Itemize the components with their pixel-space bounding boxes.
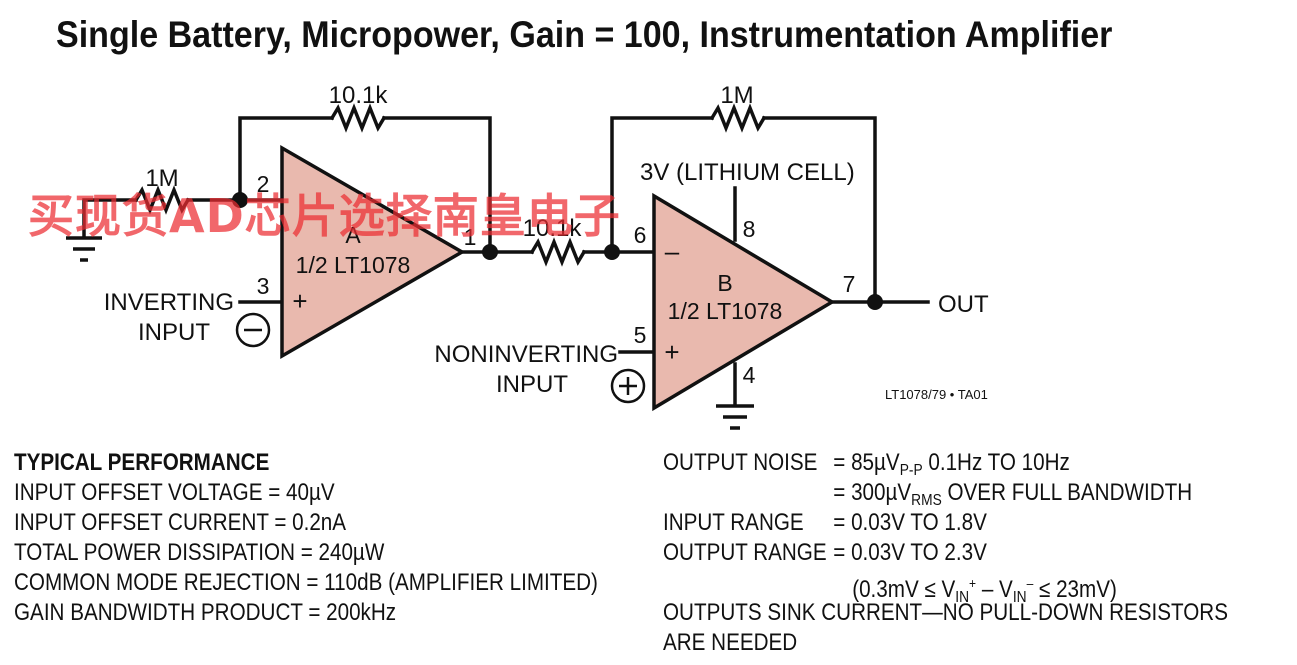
supply-label: 3V (LITHIUM CELL) xyxy=(640,159,855,186)
resistor-label-feedback-a: 10.1k xyxy=(329,82,389,109)
output-noise-row-2: = 300µVRMS OVER FULL BANDWIDTH xyxy=(663,478,1228,509)
pin-b-vminus: 4 xyxy=(743,362,756,388)
input-range-row: INPUT RANGE = 0.03V TO 1.8V xyxy=(663,508,1228,538)
resistor-feedback-b xyxy=(709,103,767,133)
wire-b-feedback-left xyxy=(610,116,714,254)
input-range-value: = 0.03V TO 1.8V xyxy=(833,509,987,536)
wire-b-feedback-right xyxy=(762,116,877,304)
opamp-b-name: B xyxy=(717,270,732,296)
pin-a-noninverting: 3 xyxy=(257,273,270,299)
sink-current-line-2: ARE NEEDED xyxy=(663,629,798,656)
opamp-a-name: A xyxy=(345,222,361,248)
pin-a-output: 1 xyxy=(464,224,477,250)
pin-b-vplus: 8 xyxy=(743,216,756,242)
spec-line: INPUT OFFSET VOLTAGE = 40µV xyxy=(14,479,335,506)
junction-b-output xyxy=(867,294,883,310)
inverting-input-label-line2: INPUT xyxy=(138,319,210,346)
spec-line: TOTAL POWER DISSIPATION = 240µW xyxy=(14,539,385,566)
resistor-series xyxy=(529,237,587,267)
opamp-b-minus-sign: – xyxy=(665,236,680,266)
output-range-label: OUTPUT RANGE xyxy=(663,539,827,566)
performance-left-column: TYPICAL PERFORMANCE INPUT OFFSET VOLTAGE… xyxy=(14,448,598,628)
opamp-b-plus-sign: + xyxy=(664,337,679,367)
pin-a-inverting: 2 xyxy=(257,171,270,197)
resistor-label-ground: 1M xyxy=(145,165,178,192)
output-range-row: OUTPUT RANGE = 0.03V TO 2.3V xyxy=(663,538,1228,568)
output-range-value: = 0.03V TO 2.3V xyxy=(833,539,987,566)
resistor-label-feedback-b: 1M xyxy=(720,82,753,109)
noninverting-input-label-line2: INPUT xyxy=(496,371,568,398)
spec-line: COMMON MODE REJECTION = 110dB (AMPLIFIER… xyxy=(14,569,598,596)
resistor-label-series: 10.1k xyxy=(523,215,583,242)
polarity-minus-symbol xyxy=(235,312,271,348)
noninverting-input-label-line1: NONINVERTING xyxy=(434,341,618,368)
opamp-b-part: 1/2 LT1078 xyxy=(668,298,783,324)
pin-b-noninverting: 5 xyxy=(634,322,647,348)
spec-line: INPUT OFFSET CURRENT = 0.2nA xyxy=(14,509,347,536)
resistor-ground xyxy=(133,185,191,215)
common-mode-range-value: (0.3mV ≤ VIN+ – VIN– ≤ 23mV) xyxy=(852,575,1117,606)
circuit-schematic: 10.1k 1M 10.1k 1M A 1/2 LT1078 + 2 3 1 B… xyxy=(66,82,989,430)
figure-id: LT1078/79 • TA01 xyxy=(885,387,988,402)
output-noise-label: OUTPUT NOISE xyxy=(663,449,818,476)
output-noise-value-1: = 85µVP-P 0.1Hz TO 10Hz xyxy=(833,449,1070,479)
performance-heading: TYPICAL PERFORMANCE xyxy=(14,449,270,476)
input-range-label: INPUT RANGE xyxy=(663,509,804,536)
watermark-text: 买现货AD芯片选择南皇电子 xyxy=(28,189,621,243)
inverting-input-label-line1: INVERTING xyxy=(104,289,234,316)
ground-symbol-left xyxy=(66,236,102,262)
output-label: OUT xyxy=(938,291,989,318)
pin-b-output: 7 xyxy=(843,271,856,297)
wire-a-feedback-left xyxy=(238,116,334,202)
sink-current-line-1: OUTPUTS SINK CURRENT—NO PULL-DOWN RESIST… xyxy=(663,599,1228,626)
junction-a-output xyxy=(482,244,498,260)
junction-a-inverting xyxy=(232,192,248,208)
common-mode-range-row: (0.3mV ≤ VIN+ – VIN– ≤ 23mV) xyxy=(663,568,1228,606)
page-title: Single Battery, Micropower, Gain = 100, … xyxy=(56,14,1113,55)
wire-ground-resistor xyxy=(82,198,138,238)
ground-symbol-right xyxy=(716,404,754,430)
pin-b-inverting: 6 xyxy=(634,222,647,248)
opamp-a xyxy=(280,144,466,360)
output-noise-row-1: OUTPUT NOISE = 85µVP-P 0.1Hz TO 10Hz xyxy=(663,448,1228,479)
polarity-plus-symbol xyxy=(610,368,646,404)
wire-a-feedback-right xyxy=(382,116,492,254)
opamp-a-part: 1/2 LT1078 xyxy=(296,252,411,278)
opamp-b xyxy=(652,192,836,412)
opamp-a-plus-sign: + xyxy=(292,286,307,316)
spec-line: GAIN BANDWIDTH PRODUCT = 200kHz xyxy=(14,599,397,626)
resistor-feedback-a xyxy=(329,103,387,133)
output-noise-value-2: = 300µVRMS OVER FULL BANDWIDTH xyxy=(833,479,1193,509)
performance-right-column: OUTPUT NOISE = 85µVP-P 0.1Hz TO 10Hz = 3… xyxy=(663,448,1228,658)
junction-b-inverting xyxy=(604,244,620,260)
